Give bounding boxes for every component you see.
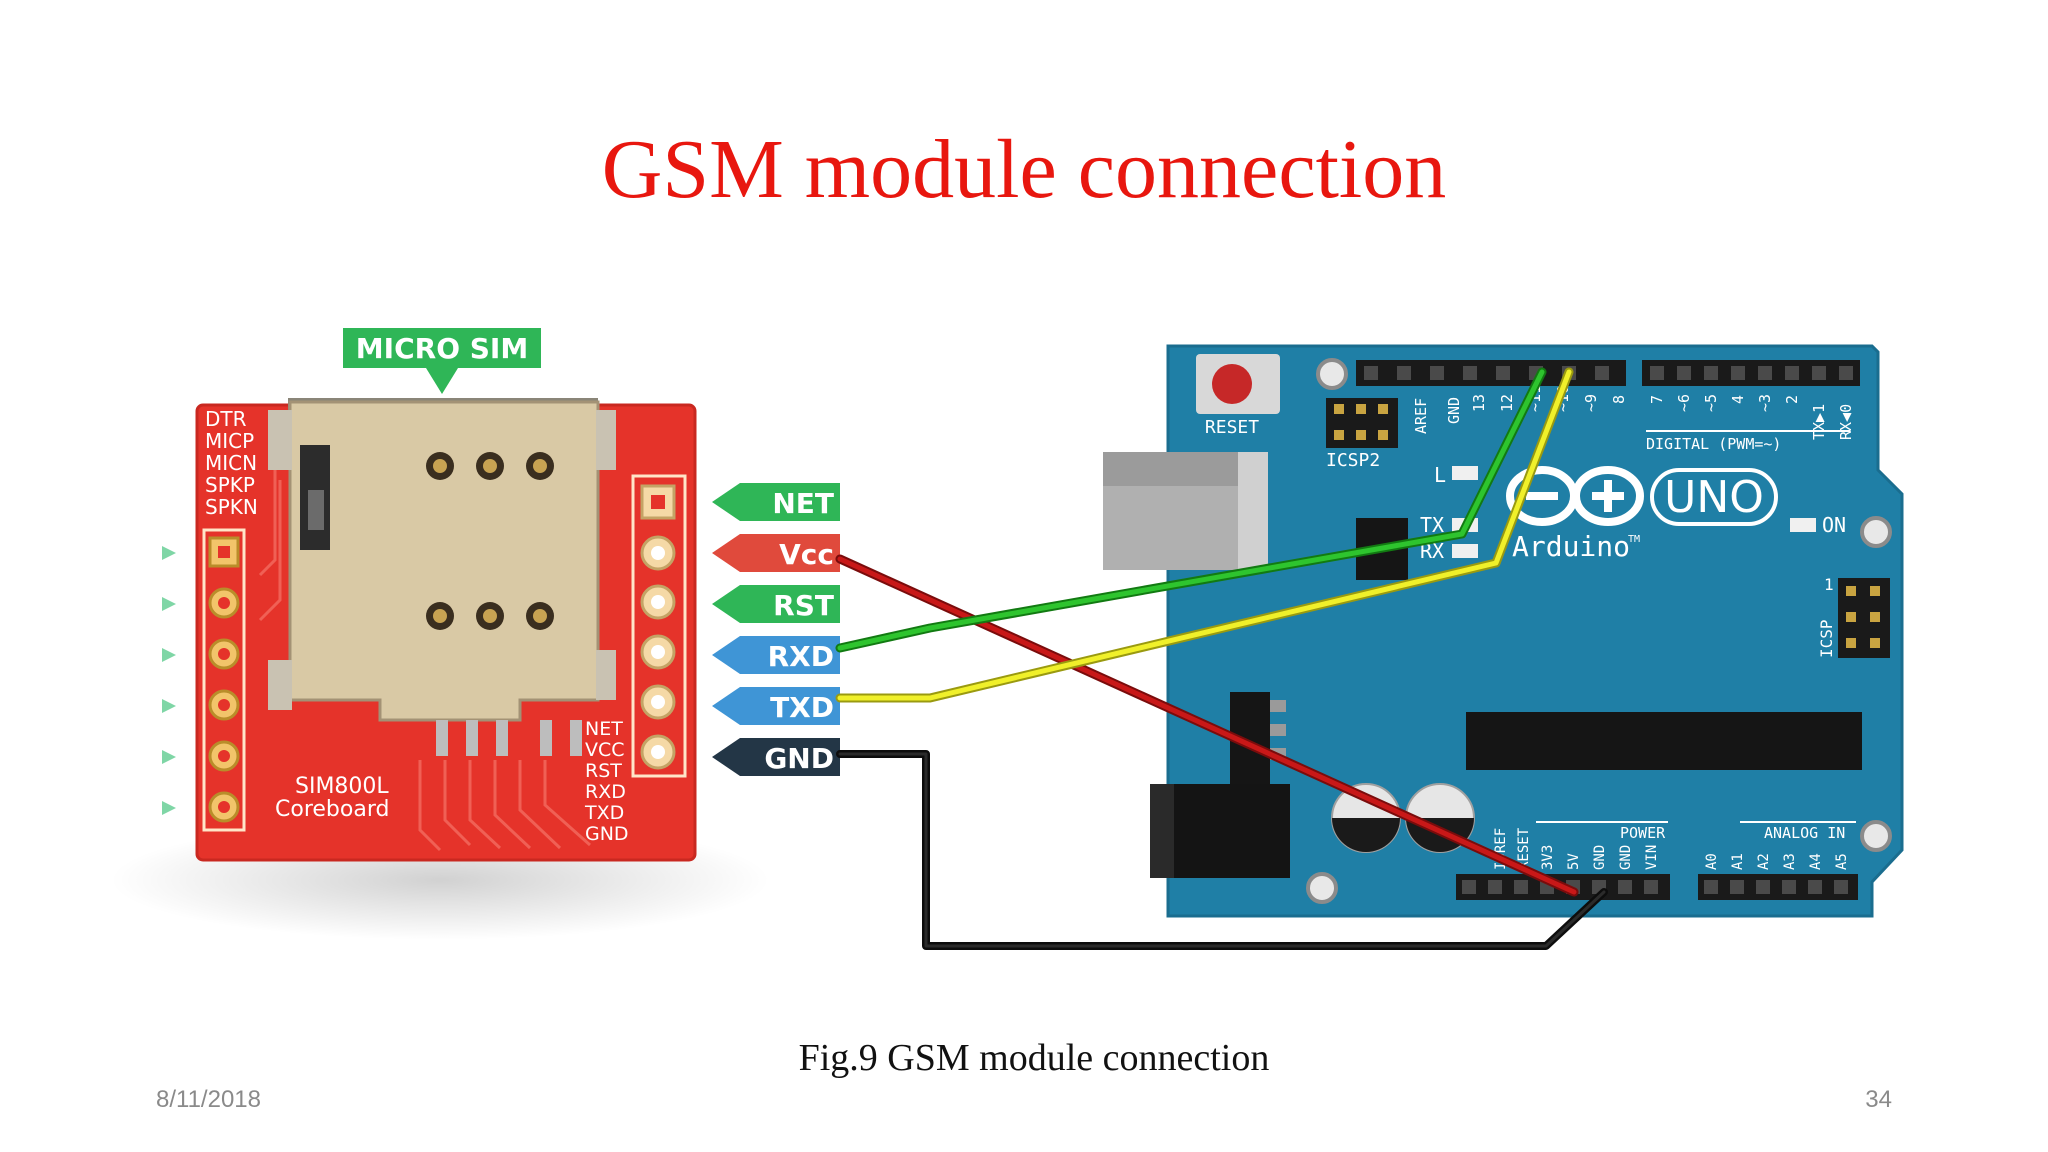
icsp2-header: ICSP2 bbox=[1326, 398, 1398, 471]
pin-5v: 5V bbox=[1566, 853, 1582, 870]
icsp-header: 1 ICSP bbox=[1817, 575, 1890, 658]
pin-4: 4 bbox=[1729, 395, 1747, 404]
pin-a4: A4 bbox=[1808, 853, 1824, 870]
pin-5: ~5 bbox=[1702, 394, 1720, 412]
pin-label-micn: MICN bbox=[205, 451, 257, 475]
pin-tag-rst: RST bbox=[712, 585, 840, 623]
pin-a3: A3 bbox=[1782, 853, 1798, 870]
pin-tag-rst-label: RST bbox=[773, 589, 834, 622]
pin-7: 7 bbox=[1648, 395, 1666, 404]
arduino-brand: Arduino bbox=[1512, 530, 1630, 563]
arduino-trademark: TM bbox=[1628, 534, 1640, 545]
pin-13: 13 bbox=[1470, 394, 1488, 412]
power-pin-labels: IOREF RESET 3V3 5V GND GND VIN bbox=[1493, 827, 1660, 870]
arduino-pcb bbox=[1166, 344, 1904, 918]
pin-a5: A5 bbox=[1834, 853, 1850, 870]
slide-title: GSM module connection bbox=[601, 123, 1447, 216]
analog-header bbox=[1698, 874, 1858, 900]
uno-model: UNO bbox=[1664, 472, 1764, 523]
pin-tag-net: NET bbox=[712, 483, 840, 521]
reset-button-cap bbox=[1212, 364, 1252, 404]
micro-sim-tag: MICRO SIM bbox=[343, 328, 541, 394]
pin-label-net: NET bbox=[585, 718, 623, 740]
pin-tag-rxd: RXD bbox=[712, 636, 840, 674]
pin-gnd-digital: GND bbox=[1445, 397, 1463, 424]
pin-tag-txd-label: TXD bbox=[770, 691, 834, 724]
gsm-module: DTR MICP MICN SPKP SPKN bbox=[110, 328, 770, 940]
pin-tag-vcc-label: Vcc bbox=[779, 538, 834, 571]
pin-9: ~9 bbox=[1582, 394, 1600, 412]
micro-sim-label: MICRO SIM bbox=[356, 332, 528, 365]
pin-tag-txd: TXD bbox=[712, 687, 840, 725]
pin-label-spkn: SPKN bbox=[205, 495, 258, 519]
pin-label-rst: RST bbox=[585, 760, 622, 782]
figure-caption: Fig.9 GSM module connection bbox=[798, 1037, 1270, 1079]
pin-2: 2 bbox=[1783, 395, 1801, 404]
pin-vin: VIN bbox=[1644, 845, 1660, 870]
icsp-label: ICSP bbox=[1817, 619, 1836, 658]
left-pin-labels: DTR MICP MICN SPKP SPKN bbox=[205, 407, 258, 519]
board-name: SIM800L bbox=[295, 774, 389, 799]
pin-label-rxd: RXD bbox=[585, 781, 626, 803]
pin-tag-vcc: Vcc bbox=[712, 534, 840, 572]
digital-label: DIGITAL (PWM=~) bbox=[1646, 435, 1781, 453]
analog-label: ANALOG IN bbox=[1764, 824, 1845, 842]
pin-label-txd: TXD bbox=[584, 802, 624, 824]
sim-holder bbox=[268, 398, 616, 756]
pin-12: 12 bbox=[1498, 394, 1516, 412]
pin-tag-net-label: NET bbox=[772, 487, 834, 520]
pin-gnd-1: GND bbox=[1592, 845, 1608, 870]
pin-a2: A2 bbox=[1756, 853, 1772, 870]
pin-tags: NET Vcc RST RXD TXD GND bbox=[712, 483, 840, 776]
pin-aref: AREF bbox=[1412, 398, 1430, 434]
right-pin-labels: NET VCC RST RXD TXD GND bbox=[584, 718, 629, 845]
pin-8: 8 bbox=[1610, 395, 1628, 404]
atmega-chip bbox=[1466, 712, 1862, 770]
digital-header-right bbox=[1642, 360, 1860, 386]
connection-wires bbox=[835, 367, 1608, 950]
pin-3: ~3 bbox=[1756, 394, 1774, 412]
pin-tag-gnd: GND bbox=[712, 738, 840, 776]
left-header bbox=[202, 528, 246, 832]
icsp2-label: ICSP2 bbox=[1326, 450, 1380, 471]
right-header bbox=[631, 474, 687, 778]
uno-badge bbox=[1650, 468, 1778, 526]
pin-label-spkp: SPKP bbox=[205, 473, 255, 497]
power-label: POWER bbox=[1620, 824, 1666, 842]
digital-header-left bbox=[1356, 360, 1626, 386]
led-l-label: L bbox=[1434, 463, 1446, 487]
pin-label-micp: MICP bbox=[205, 429, 254, 453]
analog-pin-labels: A0 A1 A2 A3 A4 A5 bbox=[1704, 853, 1850, 870]
led-tx-label: TX bbox=[1420, 513, 1444, 537]
pin-tx1: TX▶1 bbox=[1810, 404, 1828, 440]
pin-gnd-2: GND bbox=[1618, 845, 1634, 870]
left-pin-arrows bbox=[162, 546, 176, 815]
mounting-holes bbox=[1306, 358, 1892, 904]
pcb-traces bbox=[258, 470, 591, 852]
footer-date: 8/11/2018 bbox=[156, 1086, 261, 1113]
pin-tag-gnd-label: GND bbox=[764, 742, 834, 775]
reset-label: RESET bbox=[1205, 417, 1259, 438]
pin-a1: A1 bbox=[1730, 853, 1746, 870]
pin-a0: A0 bbox=[1704, 853, 1720, 870]
pin-label-vcc: VCC bbox=[585, 739, 625, 761]
pin-6: ~6 bbox=[1675, 394, 1693, 412]
pin-3v3: 3V3 bbox=[1540, 845, 1556, 870]
board-subname: Coreboard bbox=[275, 797, 389, 822]
on-label: ON bbox=[1822, 513, 1846, 537]
icsp-pin1-label: 1 bbox=[1824, 575, 1834, 594]
pin-rx0: RX◀0 bbox=[1837, 404, 1855, 440]
footer-page-number: 34 bbox=[1865, 1086, 1892, 1113]
pin-label-dtr: DTR bbox=[205, 407, 247, 431]
arduino-logo bbox=[1506, 466, 1644, 526]
pin-reset: RESET bbox=[1516, 827, 1532, 870]
pin-tag-rxd-label: RXD bbox=[768, 640, 834, 673]
pin-label-gnd: GND bbox=[585, 823, 629, 845]
